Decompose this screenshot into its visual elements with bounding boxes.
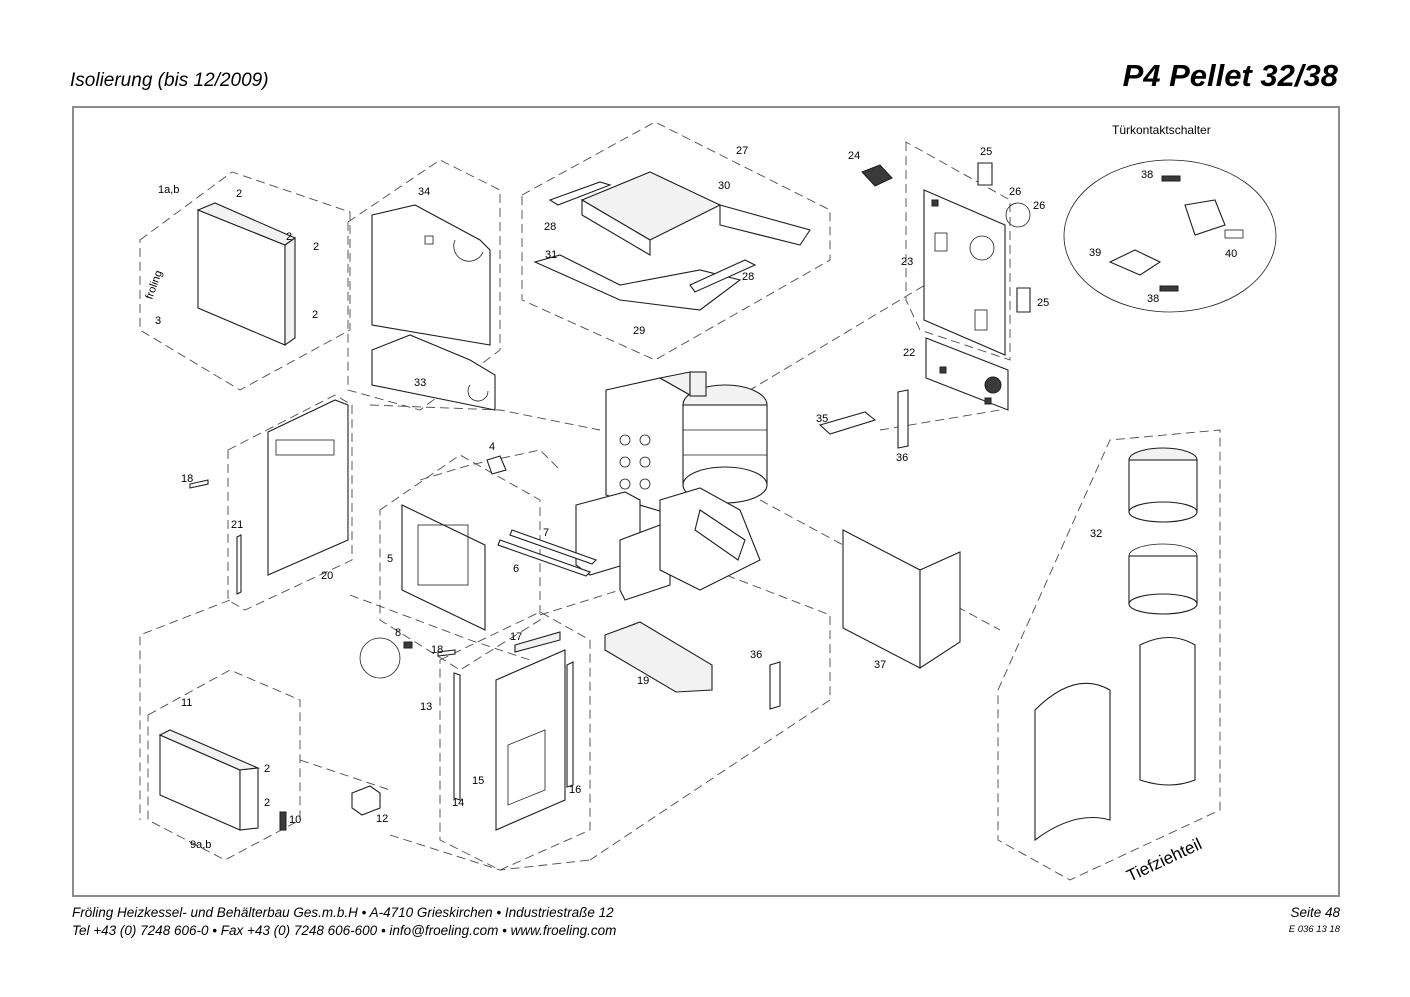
label-part-12: 12 — [376, 813, 388, 825]
label-part-20: 20 — [321, 570, 333, 582]
label-part-2: 2 — [236, 188, 242, 200]
label-part-40: 40 — [1225, 248, 1237, 260]
section-title: Isolierung (bis 12/2009) — [70, 70, 269, 91]
label-part-23: 23 — [901, 256, 913, 268]
svg-text:froling: froling — [144, 269, 166, 301]
footer-address: Fröling Heizkessel- und Behälterbau Ges.… — [72, 904, 616, 940]
label-part-38: 38 — [1141, 169, 1153, 181]
label-part-25: 25 — [980, 146, 992, 158]
label-part-34: 34 — [418, 186, 430, 198]
label-part-11: 11 — [181, 697, 192, 709]
tiefziehteil-label: Tiefziehteil — [1124, 834, 1205, 885]
label-part-36: 36 — [896, 452, 908, 464]
label-part-26: 26 — [1033, 200, 1045, 212]
product-title: P4 Pellet 32/38 — [1122, 58, 1338, 93]
label-part-16: 16 — [569, 784, 581, 796]
label-part-17: 17 — [510, 631, 522, 643]
label-part-26: 26 — [1009, 186, 1021, 198]
label-part-15: 15 — [472, 775, 484, 787]
label-part-10: 10 — [289, 814, 301, 826]
label-part-5: 5 — [387, 553, 393, 565]
label-part-4: 4 — [489, 441, 495, 453]
label-part-6: 6 — [513, 563, 519, 575]
diagram-frame — [72, 106, 1340, 897]
label-part-9ab: 9a,b — [190, 839, 211, 851]
label-part-2: 2 — [264, 763, 270, 775]
label-part-36: 36 — [750, 649, 762, 661]
label-part-21: 21 — [231, 519, 243, 531]
label-part-2: 2 — [312, 309, 318, 321]
label-part-39: 39 — [1089, 247, 1101, 259]
label-part-2: 2 — [264, 797, 270, 809]
label-part-27: 27 — [736, 145, 748, 157]
footer-line-contact: Tel +43 (0) 7248 606-0 • Fax +43 (0) 724… — [72, 923, 617, 938]
document-code: E 036 13 18 — [1288, 924, 1340, 935]
label-part-18: 18 — [181, 473, 193, 485]
label-part-8: 8 — [395, 627, 401, 639]
label-part-22: 22 — [903, 347, 915, 359]
label-part-37: 37 — [874, 659, 886, 671]
label-part-7: 7 — [543, 527, 549, 539]
label-part-2: 2 — [286, 231, 292, 243]
label-part-18: 18 — [431, 644, 443, 656]
label-part-28: 28 — [742, 271, 754, 283]
label-part-38: 38 — [1147, 293, 1159, 305]
label-part-35: 35 — [816, 413, 828, 425]
label-part-30: 30 — [718, 180, 730, 192]
footer-line-company: Fröling Heizkessel- und Behälterbau Ges.… — [72, 905, 614, 920]
label-part-28: 28 — [544, 221, 556, 233]
label-part-3: 3 — [155, 315, 161, 327]
detail-title: Türkontaktschalter — [1112, 123, 1211, 137]
page-number: Seite 48 — [1290, 905, 1340, 920]
label-part-2: 2 — [313, 241, 319, 253]
label-part-19: 19 — [637, 675, 649, 687]
label-part-24: 24 — [848, 150, 860, 162]
label-part-25: 25 — [1037, 297, 1049, 309]
label-part-1ab: 1a,b — [158, 184, 179, 196]
label-part-14: 14 — [452, 797, 464, 809]
label-part-31: 31 — [545, 249, 557, 261]
label-part-32: 32 — [1090, 528, 1102, 540]
label-part-13: 13 — [420, 701, 432, 713]
label-part-29: 29 — [633, 325, 645, 337]
footer-page-info: Seite 48 E 036 13 18 — [1289, 904, 1340, 938]
label-part-33: 33 — [414, 377, 426, 389]
